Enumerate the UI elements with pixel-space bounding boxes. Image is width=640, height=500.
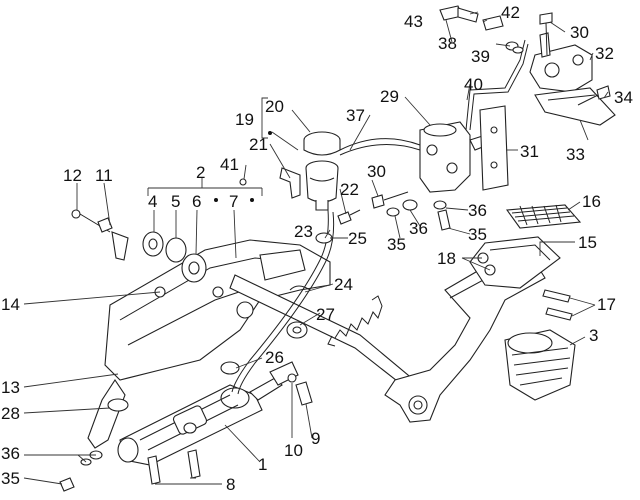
label-42: 42 — [501, 3, 520, 22]
brake-distributor-29 — [419, 105, 509, 193]
label-34: 34 — [614, 88, 633, 107]
label-35-bottom: 35 — [1, 469, 20, 488]
label-38: 38 — [438, 34, 457, 53]
label-15: 15 — [578, 233, 597, 252]
label-35-mid-right: 35 — [468, 225, 487, 244]
label-36-mid-left: 36 — [409, 219, 428, 238]
label-13: 13 — [1, 378, 20, 397]
label-24: 24 — [334, 275, 353, 294]
label-39: 39 — [471, 47, 490, 66]
label-26: 26 — [265, 348, 284, 367]
label-36-bottom: 36 — [1, 444, 20, 463]
label-43: 43 — [404, 12, 423, 31]
label-29: 29 — [380, 87, 399, 106]
label-16: 16 — [582, 192, 601, 211]
leader-lines — [23, 11, 609, 485]
label-28: 28 — [1, 404, 20, 423]
label-40: 40 — [464, 75, 483, 94]
label-37: 37 — [346, 106, 365, 125]
label-35-mid-left: 35 — [387, 235, 406, 254]
label-3: 3 — [589, 326, 598, 345]
label-8: 8 — [226, 475, 235, 494]
master-cylinder — [117, 361, 299, 466]
fluid-reservoir — [279, 131, 341, 211]
return-spring — [327, 295, 383, 347]
label-19: 19 — [235, 110, 254, 129]
label-41: 41 — [220, 155, 239, 174]
brake-pedal — [384, 204, 582, 423]
label-33: 33 — [566, 145, 585, 164]
label-5: 5 — [171, 192, 180, 211]
frame-bracket — [87, 239, 421, 449]
group-bullets — [214, 131, 272, 202]
label-9: 9 — [311, 429, 320, 448]
label-36-mid-right: 36 — [468, 201, 487, 220]
label-31: 31 — [520, 142, 539, 161]
label-32: 32 — [595, 44, 614, 63]
label-4: 4 — [148, 192, 157, 211]
label-17: 17 — [597, 295, 616, 314]
pedal-grip-pad — [505, 204, 582, 229]
label-23: 23 — [294, 222, 313, 241]
brake-distributor-32 — [529, 32, 616, 126]
label-12: 12 — [63, 166, 82, 185]
label-11: 11 — [95, 166, 113, 185]
fittings-top — [439, 5, 611, 106]
label-6: 6 — [192, 192, 201, 211]
label-7: 7 — [229, 192, 238, 211]
label-22: 22 — [340, 180, 359, 199]
label-18: 18 — [437, 249, 456, 268]
pedal-rubber-boot — [504, 329, 576, 401]
label-30-top: 30 — [570, 23, 589, 42]
label-10: 10 — [284, 441, 303, 460]
label-14: 14 — [1, 295, 20, 314]
label-20: 20 — [265, 97, 284, 116]
part-labels: 1 2 3 4 5 6 7 8 9 10 11 12 13 14 15 16 1… — [1, 3, 633, 494]
label-25: 25 — [348, 229, 367, 248]
label-27: 27 — [316, 305, 335, 324]
label-2: 2 — [196, 163, 205, 182]
label-21: 21 — [249, 135, 268, 154]
label-1: 1 — [258, 455, 267, 474]
label-30-mid: 30 — [367, 162, 386, 181]
